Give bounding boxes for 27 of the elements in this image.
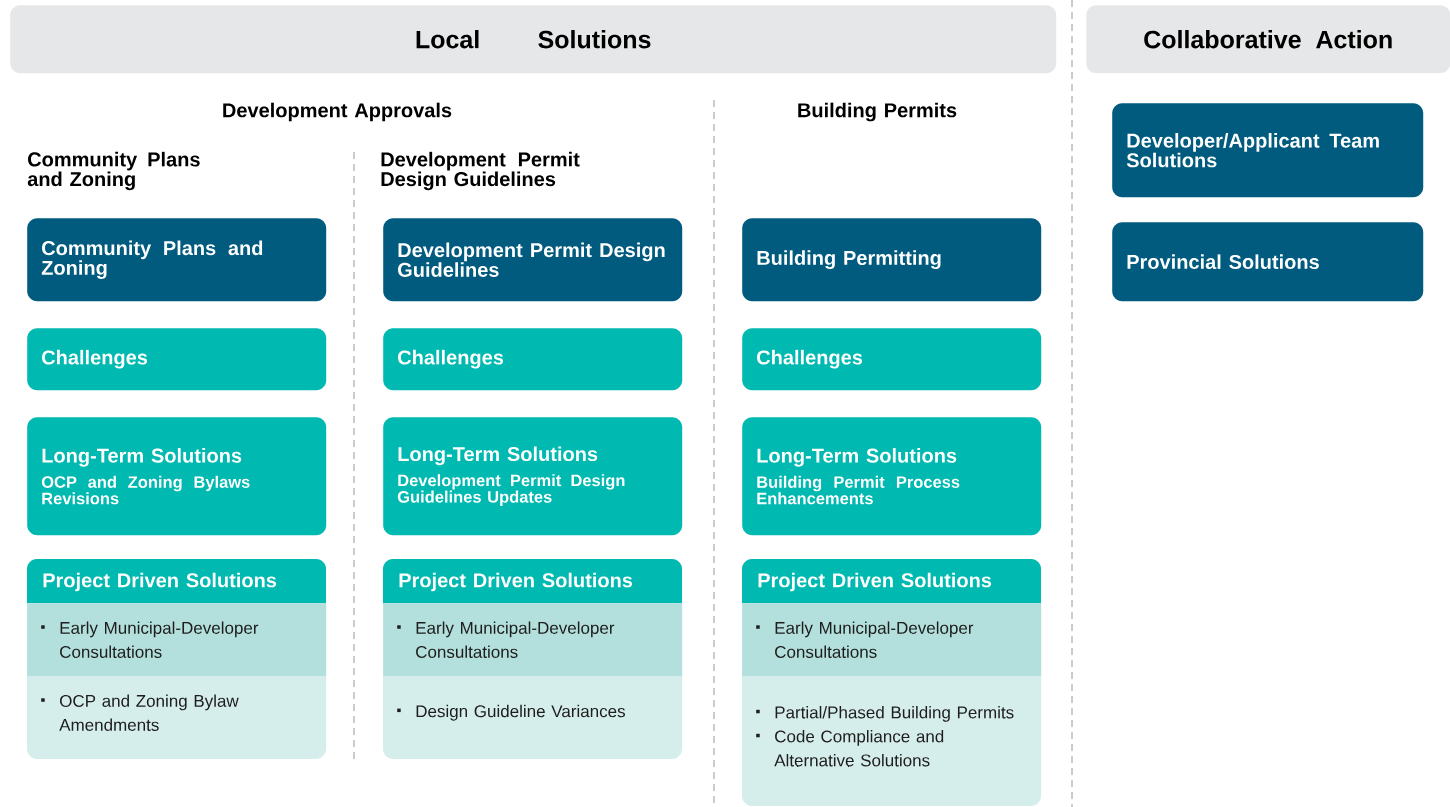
node-label: Design Guideline Variances bbox=[416, 704, 625, 721]
solution-box: Long-Term Solutions Development Permit Design Guidelines Updates bbox=[383, 417, 683, 536]
column-heading: Building Permits bbox=[798, 102, 957, 122]
list-item: Early Municipal-Developer Consultations bbox=[27, 603, 327, 677]
node-label: OCP and Zoning Bylaw Amendments bbox=[59, 694, 239, 731]
column-heading: Development Permit Design Guidelines bbox=[381, 151, 580, 191]
column-heading: Community Plans and Zoning bbox=[27, 151, 200, 191]
list-item: Early Municipal-Developer Consultations bbox=[383, 603, 683, 677]
list-item: Early Municipal-Developer Consultations bbox=[742, 603, 1042, 677]
category-box: Developer/Applicant Team Solutions bbox=[1112, 103, 1424, 198]
solution-box: Challenges bbox=[27, 328, 327, 391]
solution-box: Challenges bbox=[383, 328, 683, 391]
category-box: Community Plans and Zoning bbox=[27, 218, 327, 302]
category-box: Provincial Solutions bbox=[1112, 222, 1424, 302]
solution-box: Long-Term Solutions OCP and Zoning Bylaws Revisions bbox=[27, 417, 327, 536]
node-label: Code Compliance and Alternative Solutions bbox=[774, 729, 944, 767]
list-item: Design Guideline Variances bbox=[383, 676, 683, 750]
header-band: Local Solutions bbox=[10, 5, 1057, 74]
column-heading: Development Approvals bbox=[223, 102, 452, 122]
solution-box: Challenges bbox=[742, 328, 1042, 391]
list-item: Partial/Phased Building Permits Code Compliance and Alternative Solutions bbox=[742, 676, 1042, 797]
node-label: Partial/Phased Building Permits bbox=[775, 705, 1014, 722]
category-box: Development Permit Design Guidelines bbox=[383, 218, 683, 302]
header-band: Collaborative Action bbox=[1086, 5, 1450, 74]
list-item: OCP and Zoning Bylaw Amendments bbox=[27, 676, 327, 750]
solution-box: Long-Term Solutions Building Permit Process Enhancements bbox=[742, 417, 1042, 536]
category-box: Building Permitting bbox=[742, 218, 1042, 302]
